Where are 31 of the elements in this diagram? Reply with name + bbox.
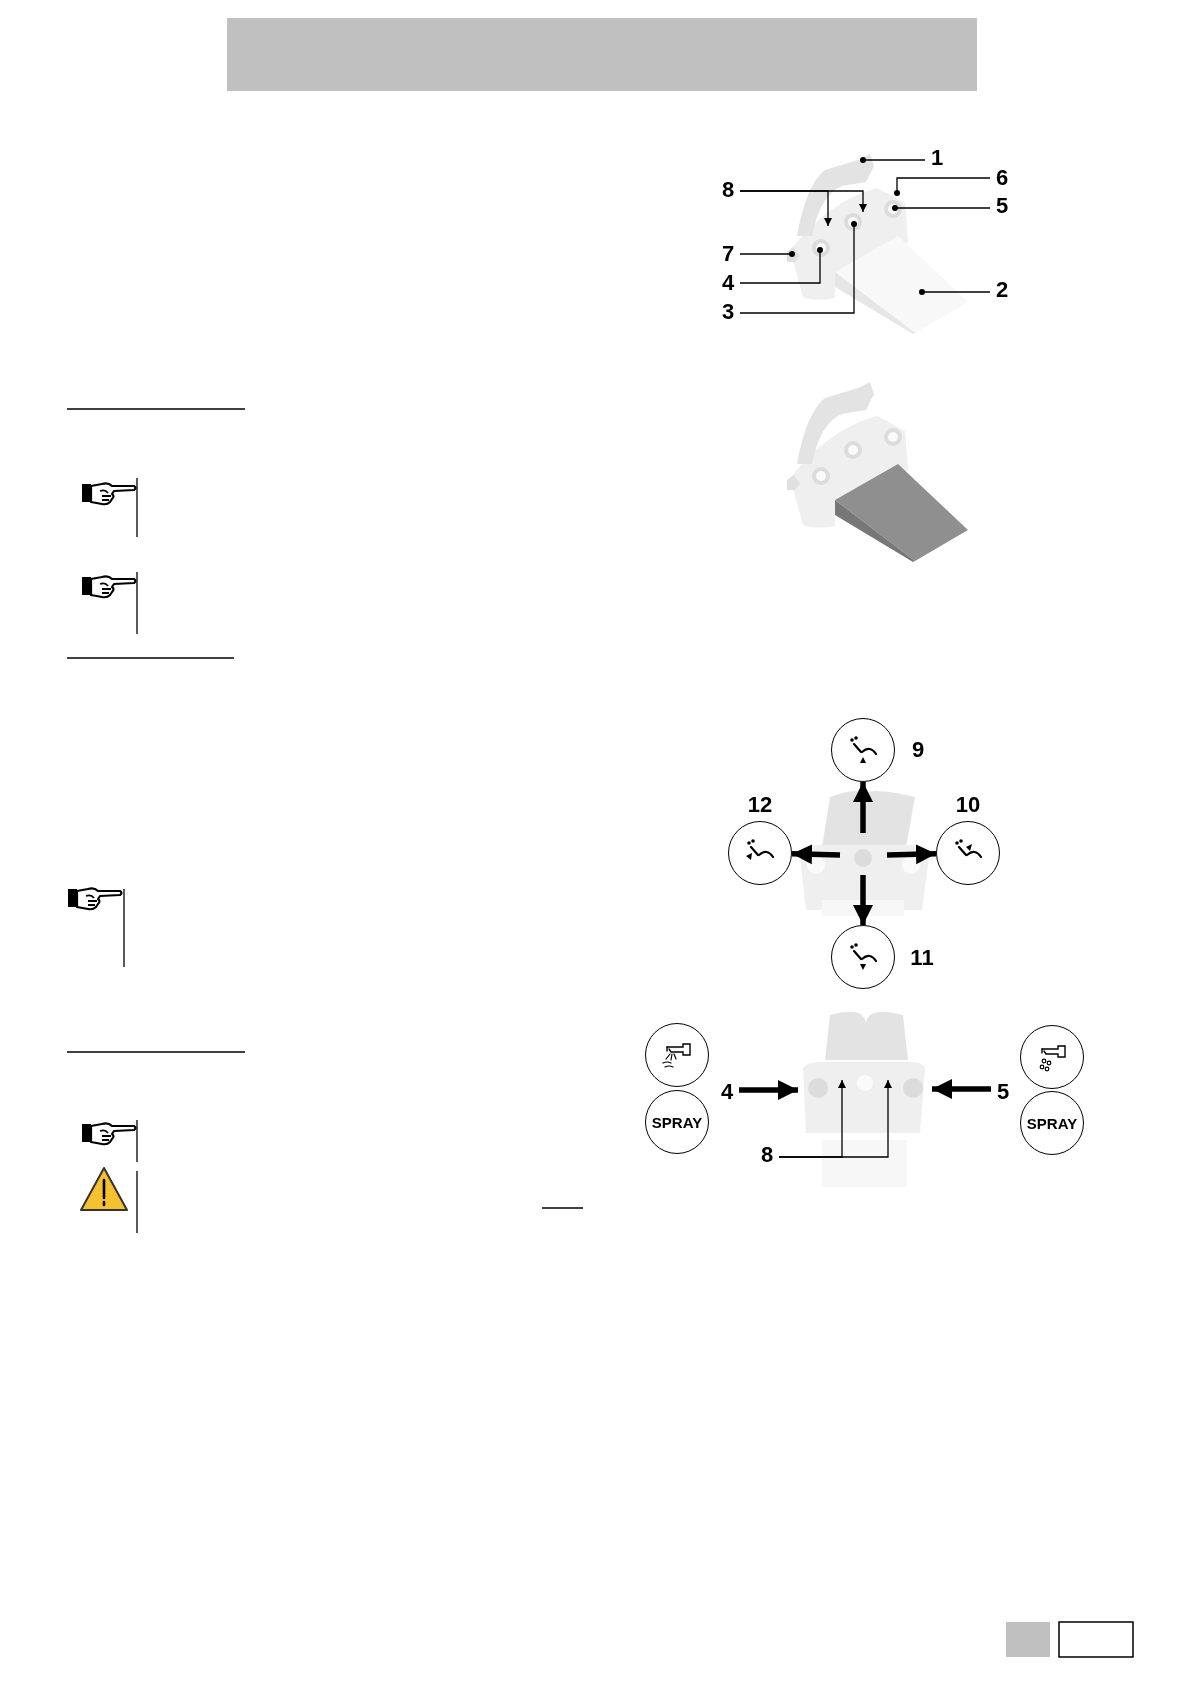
callout-number: 5	[991, 1079, 1015, 1105]
leader-line	[860, 157, 926, 163]
callout-number: 6	[990, 165, 1014, 191]
spray-symbol: SPRAY	[1020, 1091, 1084, 1155]
callout-number: 12	[746, 792, 774, 818]
callout-number: 3	[716, 299, 740, 325]
spray-symbol: SPRAY	[645, 1090, 709, 1154]
callout-number: 11	[909, 945, 935, 971]
callout-number: 2	[990, 277, 1014, 303]
callout-number: 4	[715, 1079, 739, 1105]
arrow	[886, 844, 937, 865]
callout-number: 5	[990, 193, 1014, 219]
leader-line	[739, 247, 823, 284]
callout-number: 4	[716, 270, 740, 296]
callout-number: 1	[925, 145, 949, 171]
callout-number: 10	[954, 792, 982, 818]
leader-line	[894, 177, 991, 196]
leader-arrow	[778, 1079, 892, 1158]
leader-line	[739, 251, 795, 257]
callout-number: 8	[755, 1142, 779, 1168]
callout-number: 7	[716, 241, 740, 267]
leader-line	[739, 221, 857, 314]
leader-arrow	[739, 190, 867, 213]
arrow	[853, 875, 873, 925]
arrow	[853, 782, 873, 833]
leader-line	[892, 205, 991, 211]
arrow	[791, 844, 841, 865]
callout-number: 8	[716, 177, 740, 203]
callout-number: 9	[910, 737, 926, 763]
leader-line	[919, 289, 991, 295]
foot-control-drawing	[803, 1011, 925, 1187]
